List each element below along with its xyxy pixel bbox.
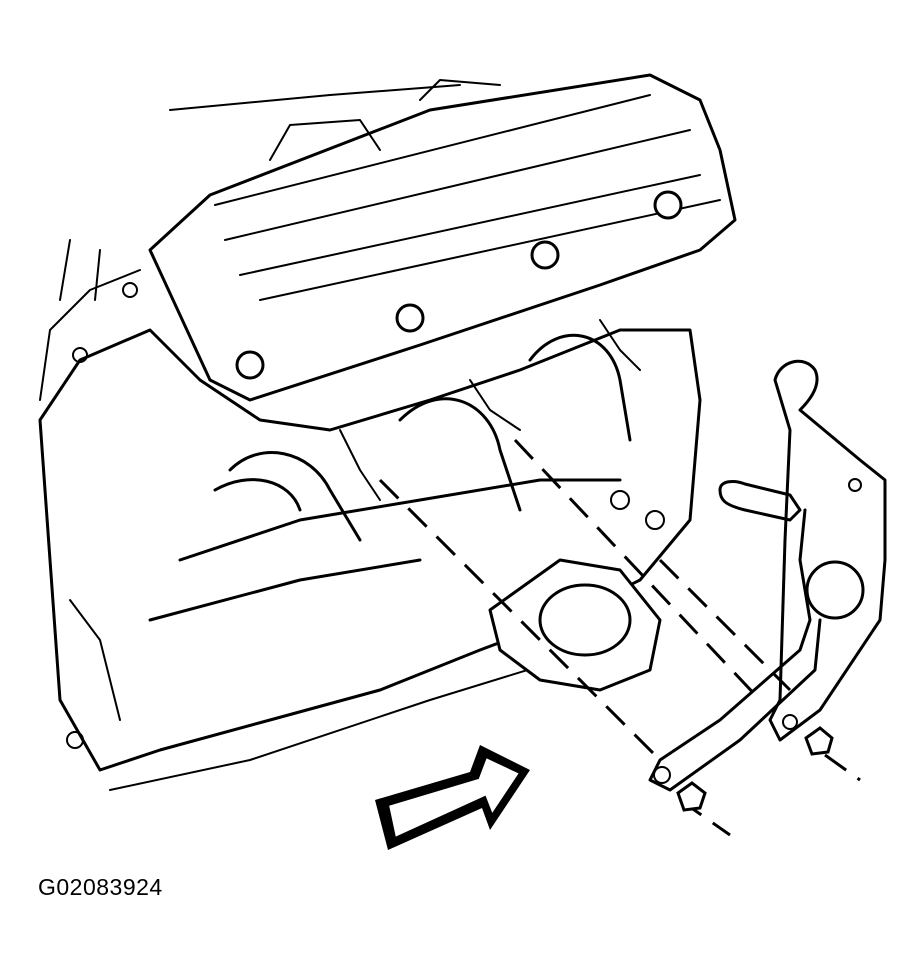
- direction-arrow: [375, 745, 530, 850]
- heat-shield-bracket: [648, 359, 887, 792]
- manifold-flange: [488, 558, 662, 692]
- exhaust-manifold: [148, 319, 641, 622]
- engine-block: [38, 73, 737, 791]
- bracket-nuts: [676, 726, 834, 812]
- figure-id-label: G02083924: [38, 874, 163, 900]
- valve-cover-bolts: [235, 190, 683, 380]
